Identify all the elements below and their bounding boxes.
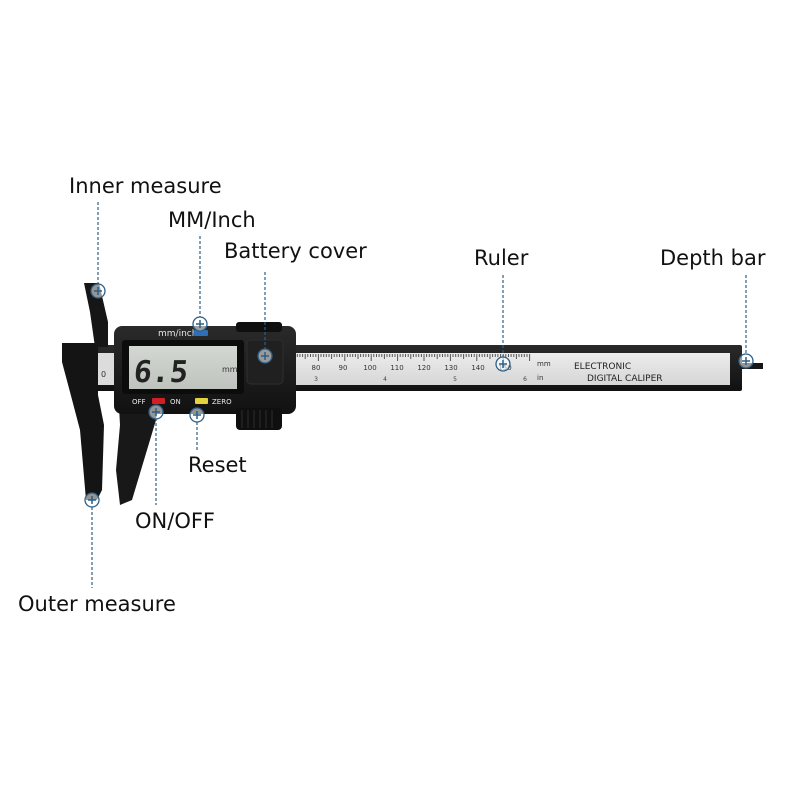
inch-tick-label: 4: [383, 376, 387, 383]
mm-tick-label: 140: [471, 364, 484, 372]
mm-tick-label: 90: [339, 364, 348, 372]
brand-line-1: ELECTRONIC: [574, 362, 631, 372]
mm-inch-marker-icon: [192, 316, 208, 332]
scale-in-unit: in: [537, 374, 543, 382]
scale-mm-unit: mm: [537, 360, 551, 368]
mm-tick-label: 110: [390, 364, 403, 372]
battery-cover-marker-icon: [257, 348, 273, 364]
mm-tick-label: 130: [444, 364, 457, 372]
display-unit-label: mm/inch: [158, 329, 197, 339]
off-button[interactable]: [152, 398, 165, 404]
inner-measure-jaw: [84, 283, 108, 347]
label-inner-measure: Inner measure: [69, 174, 222, 198]
unit-button[interactable]: [194, 330, 208, 336]
fixed-outer-jaw: [62, 343, 104, 500]
off-label: OFF: [132, 398, 146, 406]
zero-label: ZERO: [212, 398, 232, 406]
lower-thumb-wheel: [236, 408, 282, 430]
zero-button[interactable]: [195, 398, 208, 404]
label-mm-inch: MM/Inch: [168, 208, 256, 232]
callout-markers: [84, 283, 754, 508]
lcd-reading: 6.5: [132, 355, 190, 390]
brand-line-2: DIGITAL CALIPER: [587, 374, 663, 384]
inch-tick-label: 3: [314, 376, 318, 383]
lcd-unit: mm: [222, 365, 238, 374]
lcd-screen: [129, 346, 237, 389]
depth-bar-marker-icon: [738, 353, 754, 369]
mm-tick-label: 100: [363, 364, 376, 372]
wheel-grip: [241, 410, 273, 428]
label-depth-bar: Depth bar: [660, 246, 766, 270]
mm-tick-label: 120: [417, 364, 430, 372]
callout-lines: [91, 202, 747, 588]
on-label: ON: [170, 398, 181, 406]
label-outer-measure: Outer measure: [18, 592, 176, 616]
inch-tick-label: 5: [453, 376, 457, 383]
ruler-ticks: [291, 354, 531, 361]
scale-zero-label: 0: [101, 370, 106, 379]
reset-marker-icon: [189, 407, 205, 423]
mm-tick-label: 80: [312, 364, 321, 372]
ruler-marker-icon: [495, 356, 511, 372]
label-on-off: ON/OFF: [135, 509, 216, 533]
outer-measure-marker-icon: [84, 492, 100, 508]
sliding-outer-jaw: [116, 388, 160, 505]
on-off-marker-icon: [148, 404, 164, 420]
ruler-scale-face: [290, 353, 730, 385]
label-battery-cover: Battery cover: [224, 239, 367, 263]
thumb-wheel: [236, 322, 282, 332]
label-reset: Reset: [188, 453, 247, 477]
inch-tick-labels: 3 4 5 6: [314, 376, 527, 383]
inner-measure-marker-icon: [90, 283, 106, 299]
label-ruler: Ruler: [474, 246, 529, 270]
inch-tick-label: 6: [523, 376, 527, 383]
